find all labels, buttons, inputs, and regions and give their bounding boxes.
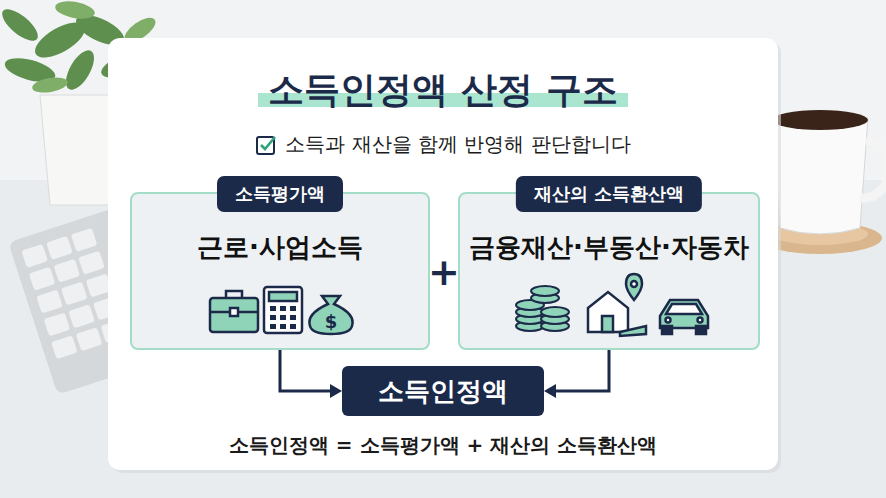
svg-text:$: $	[325, 311, 338, 332]
flow-arrow	[544, 350, 609, 398]
subtitle: 소득과 재산을 함께 반영해 판단합니다	[285, 131, 630, 158]
category-panel: 소득평가액근로·사업소득	[130, 192, 430, 350]
result-box: 소득인정액	[342, 366, 544, 416]
plus-sign: +	[418, 250, 470, 294]
flow-arrow	[280, 350, 342, 398]
result-label: 소득인정액	[378, 374, 508, 409]
section-heading: 재산의 소득환산액	[516, 176, 702, 212]
checkbox-icon	[255, 134, 277, 156]
category-panel: 재산의 소득환산액금융재산·부동산·자동차	[458, 192, 760, 350]
section-body: 금융재산·부동산·자동차	[460, 230, 758, 265]
title: 소득인정액 산정 구조	[258, 69, 627, 110]
section-heading: 소득평가액	[217, 176, 343, 212]
section-body: 근로·사업소득	[132, 230, 428, 265]
formula-caption: 소득인정액 = 소득평가액 + 재산의 소득환산액	[229, 433, 657, 457]
